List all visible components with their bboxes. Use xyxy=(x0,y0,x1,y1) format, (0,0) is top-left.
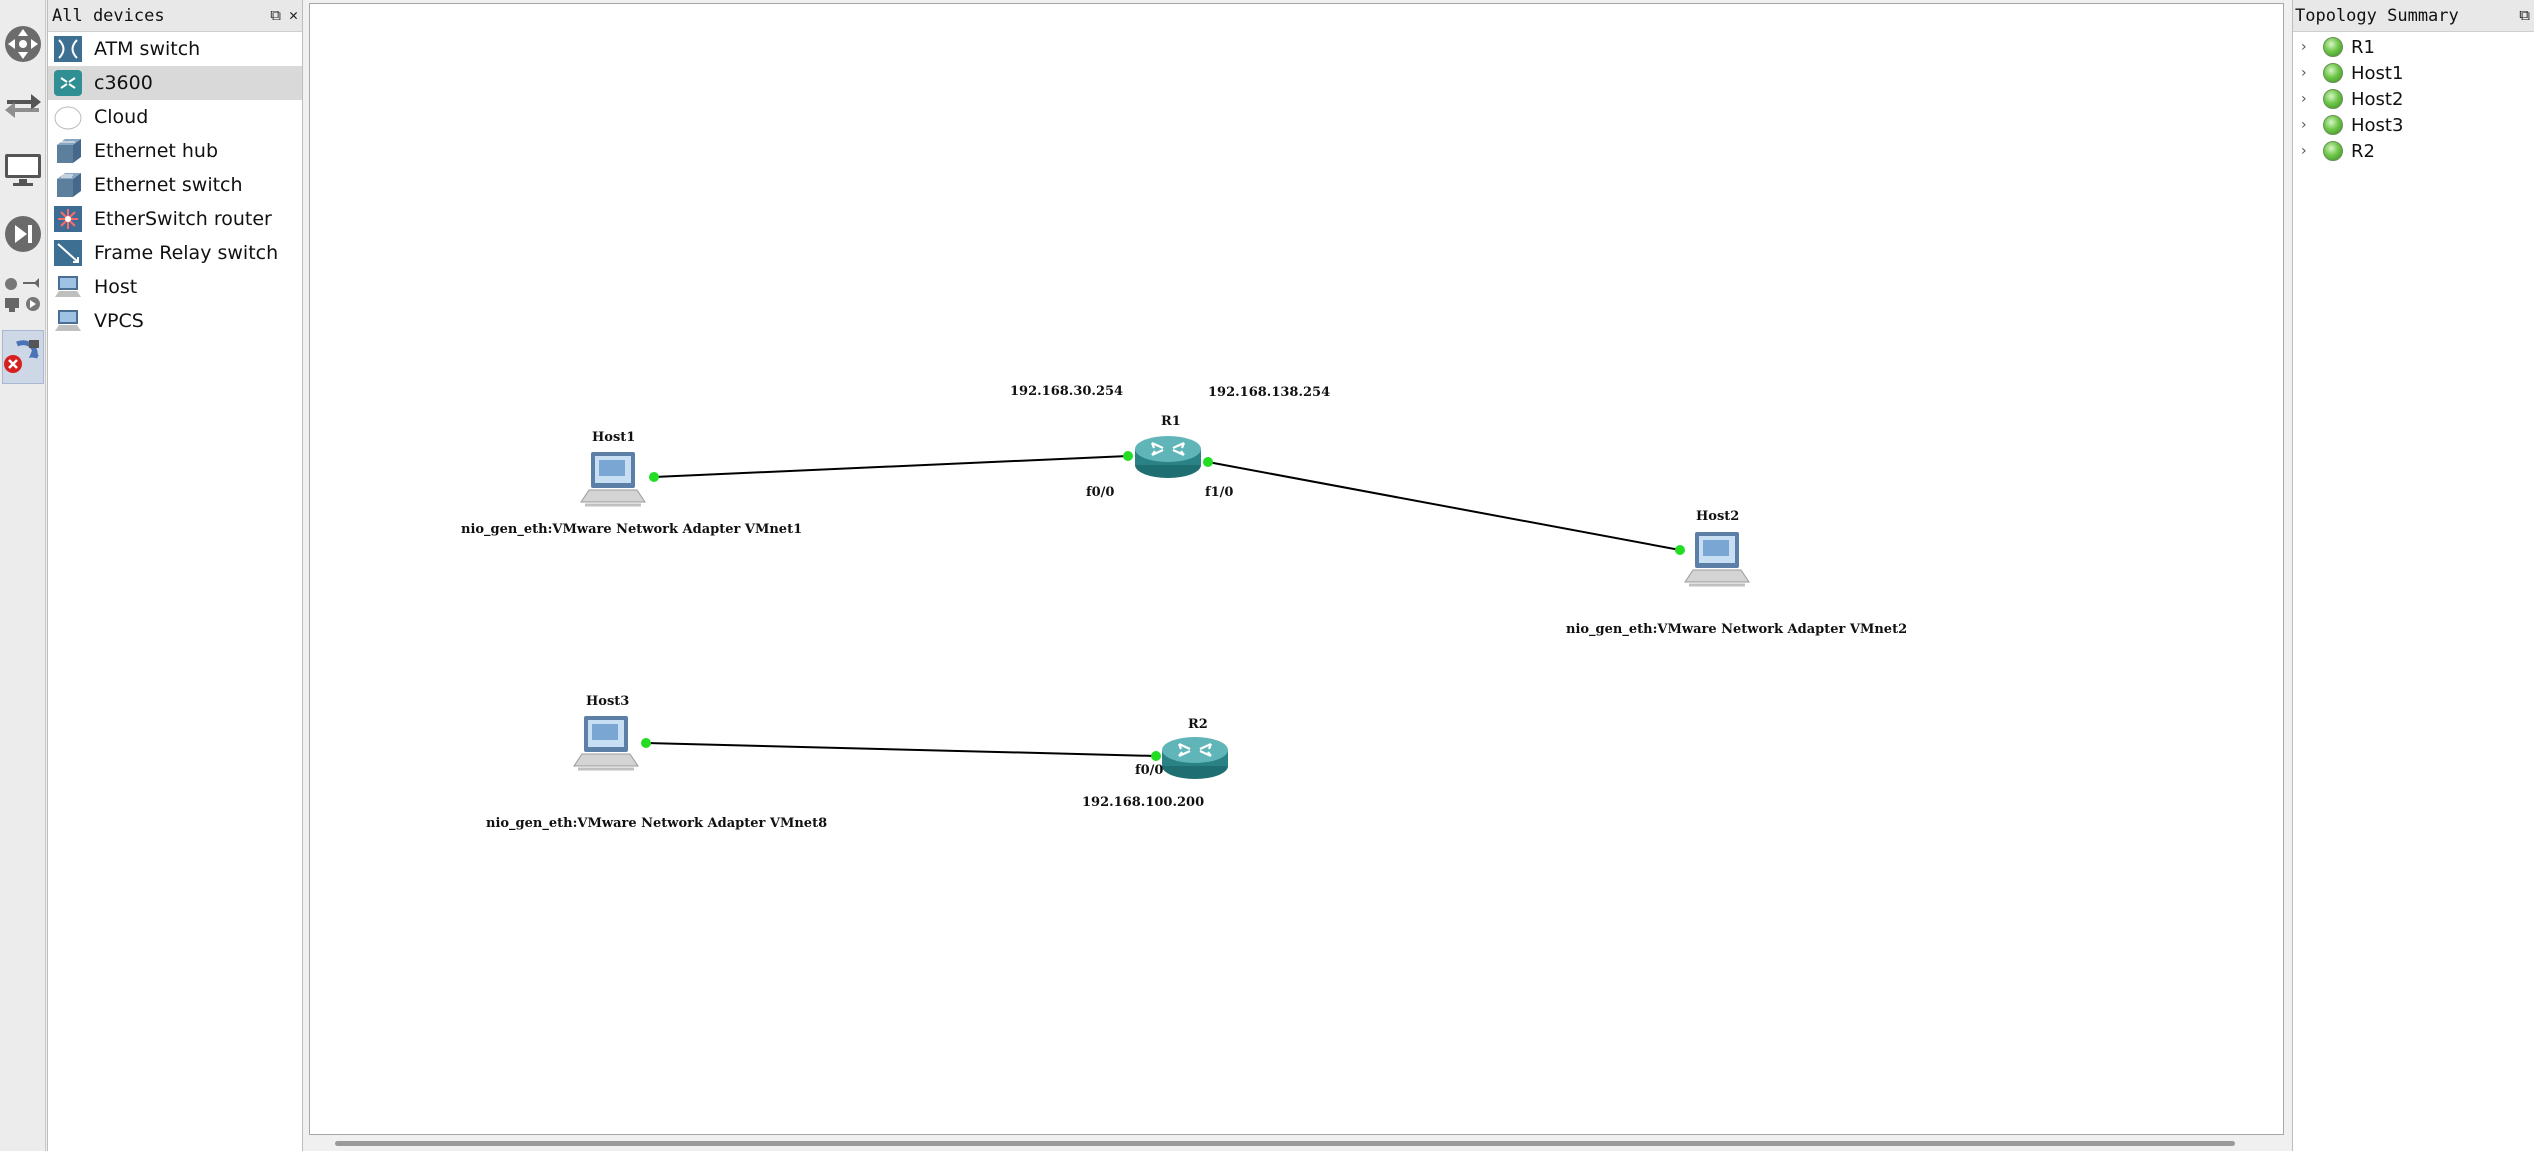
summary-item-r1[interactable]: › R1 xyxy=(2293,34,2534,60)
device-item-ethernet-hub[interactable]: Ethernet hub xyxy=(48,134,302,168)
link-host1-r1[interactable] xyxy=(653,455,1129,478)
device-item-label: Host xyxy=(94,276,138,298)
move-tool-icon[interactable] xyxy=(2,14,44,74)
device-item-label: c3600 xyxy=(94,72,153,94)
device-item-c3600[interactable]: c3600 xyxy=(48,66,302,100)
device-item-label: Ethernet hub xyxy=(94,140,219,162)
host2-label: Host2 xyxy=(1696,509,1739,524)
device-item-vpcs[interactable]: VPCS xyxy=(48,304,302,338)
link-host3-r2[interactable] xyxy=(645,742,1157,757)
device-item-label: Ethernet switch xyxy=(94,174,243,196)
host3-label: Host3 xyxy=(586,694,629,709)
topology-summary-list: › R1 › Host1 › Host2 › Host3 › xyxy=(2293,32,2534,164)
device-controls-icon[interactable] xyxy=(2,272,44,320)
topology-summary-panel: Topology Summary ⧉ › R1 › Host1 › Host2 … xyxy=(2292,0,2534,1151)
chevron-right-icon[interactable]: › xyxy=(2301,117,2307,133)
start-pause-icon[interactable] xyxy=(2,206,44,262)
device-item-label: EtherSwitch router xyxy=(94,208,272,230)
ethernet-hub-icon xyxy=(52,136,84,166)
cloud-icon xyxy=(52,102,84,132)
device-item-host[interactable]: Host xyxy=(48,270,302,304)
host-icon xyxy=(52,272,84,302)
summary-item-label: Host2 xyxy=(2351,88,2404,110)
port-dot-host1 xyxy=(649,472,659,482)
r2-label: R2 xyxy=(1188,717,1208,732)
dock-title-label: All devices xyxy=(52,5,165,26)
summary-item-label: Host1 xyxy=(2351,62,2404,84)
summary-item-label: R1 xyxy=(2351,36,2375,58)
chevron-right-icon[interactable]: › xyxy=(2301,39,2307,55)
device-item-ethernet-switch[interactable]: Ethernet switch xyxy=(48,168,302,202)
atm-switch-icon xyxy=(52,34,84,64)
router-icon xyxy=(52,68,84,98)
node-r2[interactable] xyxy=(1160,735,1230,781)
r1-label: R1 xyxy=(1161,414,1181,429)
device-item-label: Cloud xyxy=(94,106,149,128)
topology-canvas[interactable]: Host1 nio_gen_eth:VMware Network Adapter… xyxy=(309,3,2284,1135)
scrollbar-thumb[interactable] xyxy=(335,1141,2235,1146)
connect-tool-icon[interactable] xyxy=(2,80,44,130)
topology-summary-title-label: Topology Summary xyxy=(2295,5,2459,26)
device-item-cloud[interactable]: Cloud xyxy=(48,100,302,134)
chevron-right-icon[interactable]: › xyxy=(2301,91,2307,107)
summary-item-label: R2 xyxy=(2351,140,2375,162)
status-led-icon xyxy=(2323,37,2343,57)
host2-nio-label: nio_gen_eth:VMware Network Adapter VMnet… xyxy=(1566,622,1907,637)
r2-port: f0/0 xyxy=(1135,763,1163,778)
undock-icon[interactable]: ⧉ xyxy=(270,6,281,24)
vpcs-icon xyxy=(52,306,84,336)
device-item-frame-relay-switch[interactable]: Frame Relay switch xyxy=(48,236,302,270)
status-led-icon xyxy=(2323,115,2343,135)
node-host2[interactable] xyxy=(1683,530,1751,587)
r1-port-right: f1/0 xyxy=(1205,485,1233,500)
r2-ip: 192.168.100.200 xyxy=(1082,795,1204,810)
status-led-icon xyxy=(2323,63,2343,83)
device-item-label: Frame Relay switch xyxy=(94,242,279,264)
host1-nio-label: nio_gen_eth:VMware Network Adapter VMnet… xyxy=(461,522,802,537)
port-dot-host3 xyxy=(641,738,651,748)
host1-label: Host1 xyxy=(592,430,635,445)
node-r1[interactable] xyxy=(1133,434,1203,480)
status-led-icon xyxy=(2323,89,2343,109)
device-list: ATM switch c3600 Cloud Ethernet hub Ethe… xyxy=(48,32,302,338)
device-item-label: VPCS xyxy=(94,310,144,332)
node-host3[interactable] xyxy=(572,714,640,771)
device-item-atm-switch[interactable]: ATM switch xyxy=(48,32,302,66)
node-host1[interactable] xyxy=(579,450,647,507)
console-monitor-icon[interactable] xyxy=(2,142,44,198)
port-dot-r1-f0-0 xyxy=(1123,451,1133,461)
etherswitch-router-icon xyxy=(52,204,84,234)
status-led-icon xyxy=(2323,141,2343,161)
canvas-horizontal-scrollbar[interactable] xyxy=(309,1135,2284,1151)
port-dot-host2 xyxy=(1675,545,1685,555)
summary-item-host1[interactable]: › Host1 xyxy=(2293,60,2534,86)
frame-relay-switch-icon xyxy=(52,238,84,268)
main-toolbar xyxy=(0,0,46,1151)
ethernet-switch-icon xyxy=(52,170,84,200)
stop-capture-icon[interactable] xyxy=(2,330,44,384)
summary-item-label: Host3 xyxy=(2351,114,2404,136)
dock-title: All devices ⧉ ✕ xyxy=(48,0,302,32)
summary-item-r2[interactable]: › R2 xyxy=(2293,138,2534,164)
summary-item-host2[interactable]: › Host2 xyxy=(2293,86,2534,112)
device-dock: All devices ⧉ ✕ ATM switch c3600 Cloud E… xyxy=(47,0,303,1151)
port-dot-r2-f0-0 xyxy=(1151,751,1161,761)
chevron-right-icon[interactable]: › xyxy=(2301,143,2307,159)
link-r1-host2[interactable] xyxy=(1207,461,1681,551)
r1-ip-left: 192.168.30.254 xyxy=(1010,384,1123,399)
chevron-right-icon[interactable]: › xyxy=(2301,65,2307,81)
r1-ip-right: 192.168.138.254 xyxy=(1208,385,1330,400)
r1-port-left: f0/0 xyxy=(1086,485,1114,500)
undock-icon[interactable]: ⧉ xyxy=(2519,6,2530,24)
host3-nio-label: nio_gen_eth:VMware Network Adapter VMnet… xyxy=(486,816,827,831)
close-icon[interactable]: ✕ xyxy=(288,6,298,24)
device-item-label: ATM switch xyxy=(94,38,201,60)
device-item-etherswitch-router[interactable]: EtherSwitch router xyxy=(48,202,302,236)
port-dot-r1-f1-0 xyxy=(1203,457,1213,467)
topology-summary-title: Topology Summary ⧉ xyxy=(2293,0,2534,32)
summary-item-host3[interactable]: › Host3 xyxy=(2293,112,2534,138)
